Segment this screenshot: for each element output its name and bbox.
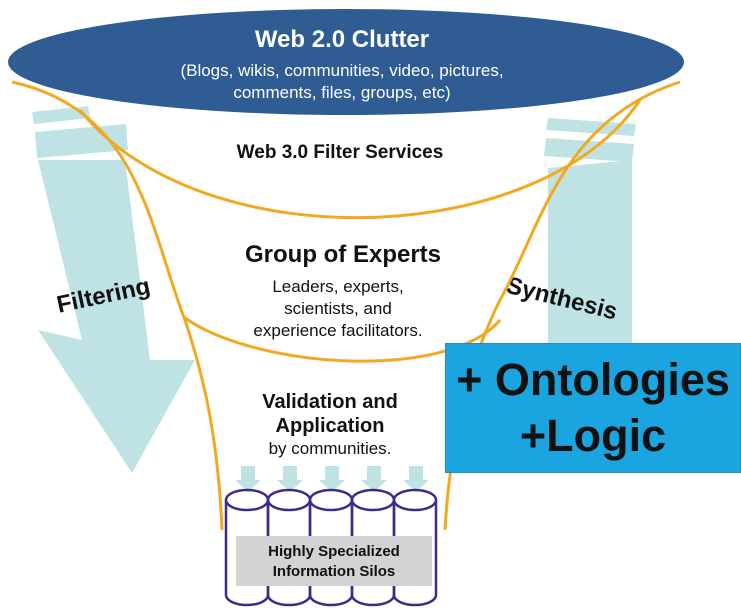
silos-label-line2: Information Silos: [273, 563, 396, 580]
silo-body: [224, 500, 270, 607]
experts-line3: experience facilitators.: [253, 321, 422, 340]
information-silos: [224, 488, 438, 607]
silo-body: [350, 500, 396, 607]
silo-top: [224, 488, 270, 512]
overlay-line2: +Logic: [519, 410, 667, 461]
experts-section: Group of Experts Leaders, experts, scien…: [245, 241, 441, 340]
silo-top: [266, 488, 312, 512]
silo-cylinder: [392, 488, 438, 607]
synthesis-arrow: Synthesis: [504, 118, 636, 345]
experts-line2: scientists, and: [284, 299, 392, 318]
ontologies-logic-callout: + Ontologies +Logic: [445, 343, 741, 473]
clutter-title: Web 2.0 Clutter: [255, 26, 429, 53]
silos-label-bg: [236, 536, 432, 586]
filter-services-curve: [78, 99, 642, 220]
down-arrow-icon: [235, 466, 261, 492]
filtering-arrow: Filtering: [32, 106, 195, 473]
experts-curve: [184, 316, 502, 363]
clutter-ellipse-shape: [8, 9, 684, 115]
down-arrow-icon: [361, 466, 387, 492]
down-arrow-icon: [403, 466, 429, 492]
down-arrow-icon: [38, 160, 195, 473]
experts-line1: Leaders, experts,: [272, 277, 403, 296]
silo-top: [308, 488, 354, 512]
silo-body: [392, 500, 438, 607]
silos-label: Highly Specialized Information Silos: [236, 536, 432, 586]
silo-top: [350, 488, 396, 512]
down-arrow-icon: [319, 466, 345, 492]
silo-input-arrows: [235, 466, 429, 492]
silo-top: [392, 488, 438, 512]
validation-line3: by communities.: [269, 439, 392, 458]
validation-line2: Application: [276, 415, 385, 437]
validation-line1: Validation and: [262, 391, 398, 413]
down-arrow-icon: [277, 466, 303, 492]
up-arrow-icon: [548, 160, 632, 345]
clutter-subtitle-line1: (Blogs, wikis, communities, video, pictu…: [180, 61, 503, 80]
silos-label-line1: Highly Specialized: [268, 543, 400, 560]
clutter-subtitle-line2: comments, files, groups, etc): [233, 83, 450, 102]
overlay-line1: + Ontologies: [456, 354, 730, 405]
filter-services-label: Web 3.0 Filter Services: [237, 142, 444, 163]
filter-stripe-top: [32, 106, 90, 124]
experts-title: Group of Experts: [245, 241, 441, 268]
silo-body: [308, 500, 354, 607]
synthesis-stripe-bottom: [544, 138, 634, 162]
filter-stripe-bottom: [35, 124, 128, 158]
silo-body: [266, 500, 312, 607]
validation-section: Validation and Application by communitie…: [262, 391, 398, 458]
clutter-ellipse: Web 2.0 Clutter (Blogs, wikis, communiti…: [8, 9, 684, 115]
